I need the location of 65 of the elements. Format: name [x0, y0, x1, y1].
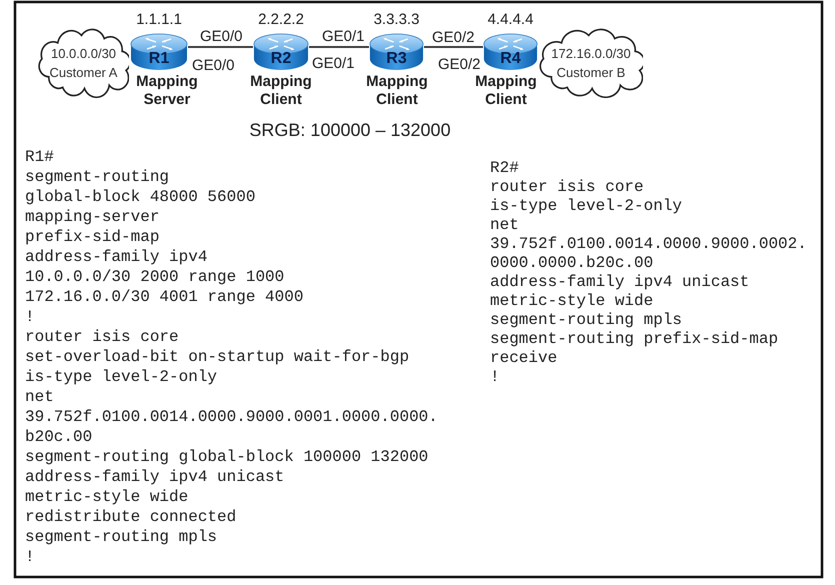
code-line: b20c.00: [25, 428, 92, 447]
code-line: segment-routing global-block 100000 132000: [25, 448, 428, 467]
code-line: 172.16.0.0/30 4001 range 4000: [25, 288, 304, 307]
code-line: 39.752f.0100.0014.0000.9000.0002.: [490, 235, 807, 254]
code-line: R2#: [490, 159, 519, 178]
link-line: [309, 46, 369, 48]
router-label: R4: [499, 49, 522, 69]
router-label: R1: [148, 49, 170, 69]
link-line: [424, 46, 483, 48]
router-label: R3: [385, 49, 408, 69]
code-line: segment-routing mpls: [25, 528, 218, 547]
interface-label: GE0/1: [322, 28, 365, 46]
router-node: [369, 33, 424, 71]
code-line: router isis core: [25, 328, 179, 347]
role-label: Mapping Client: [474, 73, 538, 109]
code-line: segment-routing: [25, 168, 170, 187]
code-line: metric-style wide: [490, 292, 654, 311]
code-line: router isis core: [490, 178, 644, 197]
code-line: metric-style wide: [25, 488, 188, 507]
code-line: address-family ipv4 unicast: [25, 468, 284, 487]
code-line: redistribute connected: [25, 508, 236, 527]
code-line: address-family ipv4 unicast: [490, 273, 750, 292]
code-line: is-type level-2-only: [490, 197, 682, 216]
code-line: net: [25, 388, 54, 407]
router-id-label: 3.3.3.3: [372, 11, 420, 29]
code-line: segment-routing mpls: [490, 311, 682, 330]
interface-label: GE0/1: [312, 55, 355, 73]
router-node: [483, 33, 538, 71]
interface-label: GE0/0: [192, 57, 235, 75]
router-id-label: 2.2.2.2: [257, 11, 305, 29]
router-id-label: 1.1.1.1: [135, 11, 183, 29]
code-line: 0000.0000.b20c.00: [490, 254, 654, 273]
router-node: [130, 33, 188, 71]
code-line: 39.752f.0100.0014.0000.9000.0001.0000.0000.: [25, 408, 438, 427]
code-line: prefix-sid-map: [25, 228, 160, 247]
router-label: R2: [270, 49, 292, 69]
network-cloud: [38, 28, 129, 98]
code-line: is-type level-2-only: [25, 368, 218, 387]
code-line: set-overload-bit on-startup wait-for-bgp: [25, 348, 410, 367]
interface-label: GE0/2: [438, 56, 481, 74]
interface-label: GE0/2: [432, 29, 475, 47]
code-line: segment-routing prefix-sid-map: [490, 330, 778, 349]
role-label: Mapping Server: [135, 73, 199, 109]
role-label: Mapping Client: [365, 73, 429, 109]
role-label: Mapping Client: [249, 73, 313, 109]
code-line: receive: [490, 349, 558, 368]
code-line: mapping-server: [25, 208, 160, 227]
network-cloud: [539, 28, 643, 98]
code-line: !: [490, 368, 500, 387]
code-line: !: [25, 308, 35, 327]
router-id-label: 4.4.4.4: [486, 11, 534, 29]
code-line: address-family ipv4: [25, 248, 208, 267]
link-line: [188, 46, 253, 48]
subnet-label: 172.16.0.0/30: [551, 45, 631, 63]
srgb-label: SRGB: 100000 – 132000: [248, 119, 452, 141]
code-line: net: [490, 216, 519, 235]
code-line: 10.0.0.0/30 2000 range 1000: [25, 268, 284, 287]
router-node: [253, 33, 309, 71]
code-line: global-block 48000 56000: [25, 188, 256, 207]
customer-label: Customer B: [556, 64, 626, 82]
customer-label: Customer A: [50, 64, 118, 82]
code-line: !: [25, 548, 35, 567]
code-line: R1#: [25, 148, 54, 167]
subnet-label: 10.0.0.0/30: [50, 45, 116, 63]
interface-label: GE0/0: [200, 28, 243, 46]
